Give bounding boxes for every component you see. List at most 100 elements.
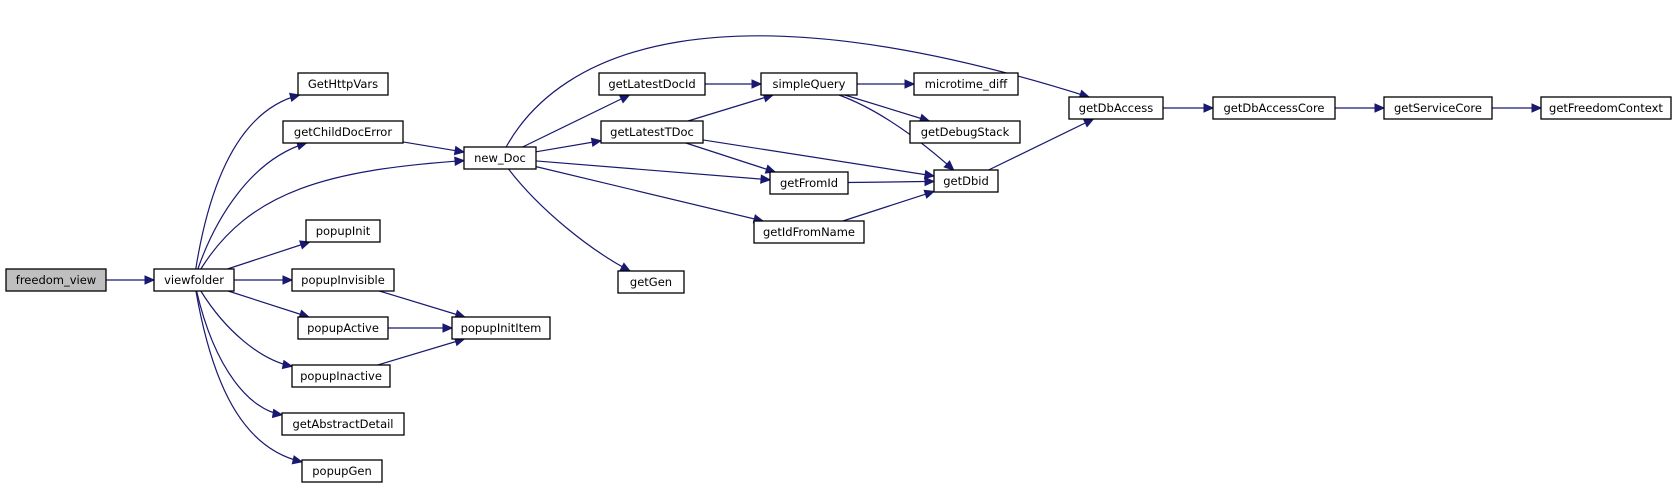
node-layer: freedom_view viewfolder GetHttpVars getChil… (5, 72, 1672, 483)
node-getDebugStack[interactable]: getDebugStack (909, 120, 1021, 144)
edge-viewfolder-to-popupInactive (200, 290, 293, 367)
arrowhead-getIdFromName-to-getDbid (923, 189, 936, 199)
node-box[interactable] (760, 72, 858, 96)
node-box[interactable] (282, 120, 404, 144)
node-simpleQuery[interactable]: simpleQuery (760, 72, 858, 96)
node-label: getDebugStack (921, 125, 1010, 139)
arrowhead-viewfolder-to-popupGen (291, 455, 304, 465)
node-label: getFreedomContext (1549, 101, 1663, 115)
node-popupActive[interactable]: popupActive (297, 316, 389, 340)
edge-simpleQuery-to-getDebugStack (844, 94, 930, 122)
node-getFromId[interactable]: getFromId (769, 171, 849, 195)
arrowhead-freedom_view-to-viewfolder (144, 275, 156, 285)
edge-getFromId-to-getDbid (847, 180, 935, 184)
node-box[interactable] (1383, 96, 1493, 120)
edge-viewfolder-to-new_Doc (200, 159, 465, 270)
node-box[interactable] (451, 316, 551, 340)
node-new_Doc[interactable]: new_Doc (463, 146, 537, 170)
node-box[interactable] (297, 316, 389, 340)
arrowhead-viewfolder-to-GetHttpVars (289, 92, 301, 102)
node-box[interactable] (1212, 96, 1336, 120)
node-box[interactable] (291, 364, 391, 388)
node-viewfolder[interactable]: viewfolder (153, 268, 235, 292)
node-getDbAccess[interactable]: getDbAccess (1068, 96, 1164, 120)
node-getServiceCore[interactable]: getServiceCore (1383, 96, 1493, 120)
node-box[interactable] (617, 270, 685, 294)
edge-new_Doc-to-getGen (507, 168, 631, 272)
node-getDbAccessCore[interactable]: getDbAccessCore (1212, 96, 1336, 120)
arrowhead-getDbAccessCore-to-getServiceCore (1374, 103, 1386, 113)
node-label: getFromId (780, 176, 838, 190)
node-box[interactable] (1068, 96, 1164, 120)
node-box[interactable] (153, 268, 235, 292)
arrowhead-viewfolder-to-getAbstractDetail (271, 408, 284, 419)
node-box[interactable] (600, 120, 704, 144)
node-label: getDbid (943, 174, 989, 188)
node-popupGen[interactable]: popupGen (301, 459, 383, 483)
node-box[interactable] (598, 72, 706, 96)
node-popupInit[interactable]: popupInit (305, 219, 381, 243)
node-getAbstractDetail[interactable]: getAbstractDetail (281, 412, 405, 436)
arrowhead-viewfolder-to-popupInactive (281, 359, 294, 370)
node-box[interactable] (769, 171, 849, 195)
edge-getIdFromName-to-getDbid (842, 190, 935, 222)
arrowhead-getChildDocError-to-new_Doc (453, 145, 466, 156)
arrowhead-getDbAccess-to-getDbAccessCore (1203, 103, 1215, 113)
edge-viewfolder-to-GetHttpVars (195, 94, 300, 270)
edge-new_Doc-to-getLatestTDoc (535, 140, 602, 153)
node-label: getDbAccessCore (1223, 101, 1324, 115)
node-getLatestTDoc[interactable]: getLatestTDoc (600, 120, 704, 144)
node-box[interactable] (909, 120, 1021, 144)
node-box[interactable] (305, 219, 381, 243)
node-popupInvisible[interactable]: popupInvisible (291, 268, 395, 292)
node-microtime_diff[interactable]: microtime_diff (913, 72, 1019, 96)
node-box[interactable] (933, 169, 999, 193)
edge-popupInactive-to-popupInitItem (377, 338, 465, 366)
edge-new_Doc-to-getDbAccess (505, 35, 1090, 148)
node-box[interactable] (913, 72, 1019, 96)
node-getChildDocError[interactable]: getChildDocError (282, 120, 404, 144)
edge-viewfolder-to-popupGen (195, 290, 303, 463)
node-label: microtime_diff (925, 77, 1008, 91)
arrowhead-simpleQuery-to-getDbid (943, 160, 955, 171)
node-label: getChildDocError (294, 125, 392, 139)
arrowhead-new_Doc-to-getFromId (760, 174, 772, 184)
node-box[interactable] (301, 459, 383, 483)
node-label: popupInvisible (301, 273, 385, 287)
node-label: getDbAccess (1079, 101, 1153, 115)
arrowhead-new_Doc-to-getLatestDocId (618, 94, 631, 104)
node-box[interactable] (281, 412, 405, 436)
edge-viewfolder-to-popupActive (227, 290, 310, 318)
arrowhead-viewfolder-to-popupInit (299, 240, 311, 250)
node-box[interactable] (291, 268, 395, 292)
edge-new_Doc-to-getFromId (535, 160, 771, 181)
node-box[interactable] (1540, 96, 1672, 120)
node-popupInitItem[interactable]: popupInitItem (451, 316, 551, 340)
edge-getLatestTDoc-to-simpleQuery (687, 94, 774, 122)
node-freedom_view[interactable]: freedom_view (5, 268, 107, 292)
node-getDbid[interactable]: getDbid (933, 169, 999, 193)
node-box[interactable] (5, 268, 107, 292)
edge-getDbid-to-getDbAccess (988, 118, 1094, 171)
node-GetHttpVars[interactable]: GetHttpVars (297, 72, 389, 96)
node-label: simpleQuery (773, 77, 846, 91)
node-label: popupInit (316, 224, 371, 238)
node-label: getLatestDocId (608, 77, 695, 91)
arrowhead-viewfolder-to-new_Doc (454, 156, 466, 166)
node-getLatestDocId[interactable]: getLatestDocId (598, 72, 706, 96)
arrowhead-getDbid-to-getDbAccess (1082, 118, 1095, 128)
node-box[interactable] (463, 146, 537, 170)
edge-getChildDocError-to-new_Doc (402, 141, 465, 153)
node-box[interactable] (297, 72, 389, 96)
node-getFreedomContext[interactable]: getFreedomContext (1540, 96, 1672, 120)
edge-popupInvisible-to-popupInitItem (379, 290, 465, 318)
node-popupInactive[interactable]: popupInactive (291, 364, 391, 388)
node-label: freedom_view (16, 273, 96, 287)
arrowhead-viewfolder-to-popupInvisible (282, 275, 294, 285)
node-getGen[interactable]: getGen (617, 270, 685, 294)
node-box[interactable] (753, 220, 865, 244)
edge-new_Doc-to-getIdFromName (535, 166, 764, 222)
node-getIdFromName[interactable]: getIdFromName (753, 220, 865, 244)
edge-viewfolder-to-getChildDocError (197, 142, 307, 270)
